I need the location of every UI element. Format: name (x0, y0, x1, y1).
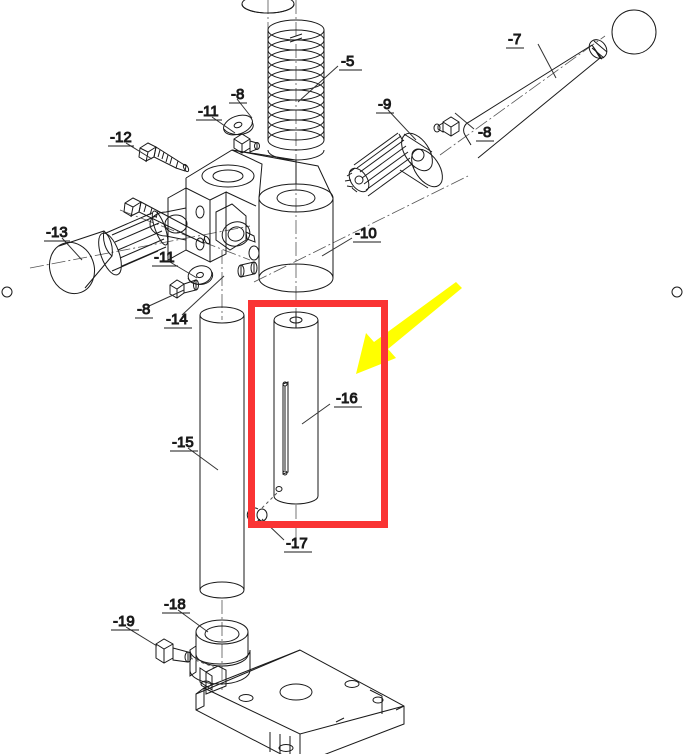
callout-text--9: -9 (378, 96, 391, 113)
part-hex-bolt-8a (233, 133, 260, 154)
callout--13: -13 (44, 224, 70, 242)
callout-text--17: -17 (286, 535, 308, 552)
part-hex-bolt-8b (433, 116, 460, 137)
callout--10: -10 (353, 225, 381, 243)
highlight-rectangle (248, 300, 388, 528)
part-dowel-pin-14 (237, 261, 258, 278)
callout-text--11a: -11 (198, 103, 219, 120)
part-flat-washer-11b (187, 265, 214, 285)
callout--11a: -11 (196, 103, 222, 121)
part-callout-labels: -5 -7 -8 -8 -8 (44, 31, 524, 631)
callout-text--10: -10 (355, 225, 377, 242)
callout-text--13: -13 (46, 224, 68, 241)
part-knurled-feed-knob (48, 210, 169, 295)
part-feed-handle-rod (463, 9, 657, 159)
callout--8b: -8 (476, 124, 494, 142)
callout--18: -18 (162, 596, 190, 614)
part-socket-head-screw-12 (138, 142, 190, 173)
callout--19: -19 (111, 613, 139, 631)
registration-marks (1, 286, 683, 298)
callout-text--8b: -8 (478, 124, 491, 141)
callout--16: -16 (334, 390, 362, 408)
part-flat-washer-11a (223, 114, 254, 136)
callout-text--16: -16 (336, 390, 358, 407)
annotation-arrow (356, 282, 462, 374)
part-hex-bolt-8c (169, 279, 199, 299)
callout--8a: -8 (229, 86, 247, 104)
callout--17: -17 (284, 535, 312, 553)
callout--9: -9 (376, 96, 394, 114)
part-quill-sleeve (273, 311, 319, 505)
callout-text--8a: -8 (231, 86, 244, 103)
callout-text--15: -15 (172, 434, 194, 451)
callout--5: -5 (339, 53, 362, 71)
callout--7: -7 (506, 31, 524, 49)
part-base-plate (195, 649, 405, 754)
callout--11b: -11 (152, 249, 178, 267)
part-socket-head-screw-12b (123, 197, 211, 245)
callout--14: -14 (164, 311, 192, 329)
part-splined-shaft-hub (344, 116, 460, 197)
callout-text--12: -12 (110, 129, 132, 146)
part-clamp-bolt-19 (155, 638, 217, 669)
part-base-collar (189, 619, 251, 691)
callout-text--19: -19 (113, 613, 135, 630)
callout-text--14: -14 (166, 311, 188, 328)
callout-text--18: -18 (164, 596, 186, 613)
callout-text--5: -5 (341, 53, 354, 70)
callout--8c: -8 (135, 301, 153, 319)
part-head-casting-body (149, 149, 334, 293)
part-compression-spring (241, 0, 325, 161)
callout-text--7: -7 (508, 31, 521, 48)
callout-text--8c: -8 (137, 301, 150, 318)
callout--15: -15 (170, 434, 198, 452)
part-column-tube (199, 306, 245, 599)
callout-text--11b: -11 (154, 249, 175, 266)
callout--12: -12 (108, 129, 134, 147)
